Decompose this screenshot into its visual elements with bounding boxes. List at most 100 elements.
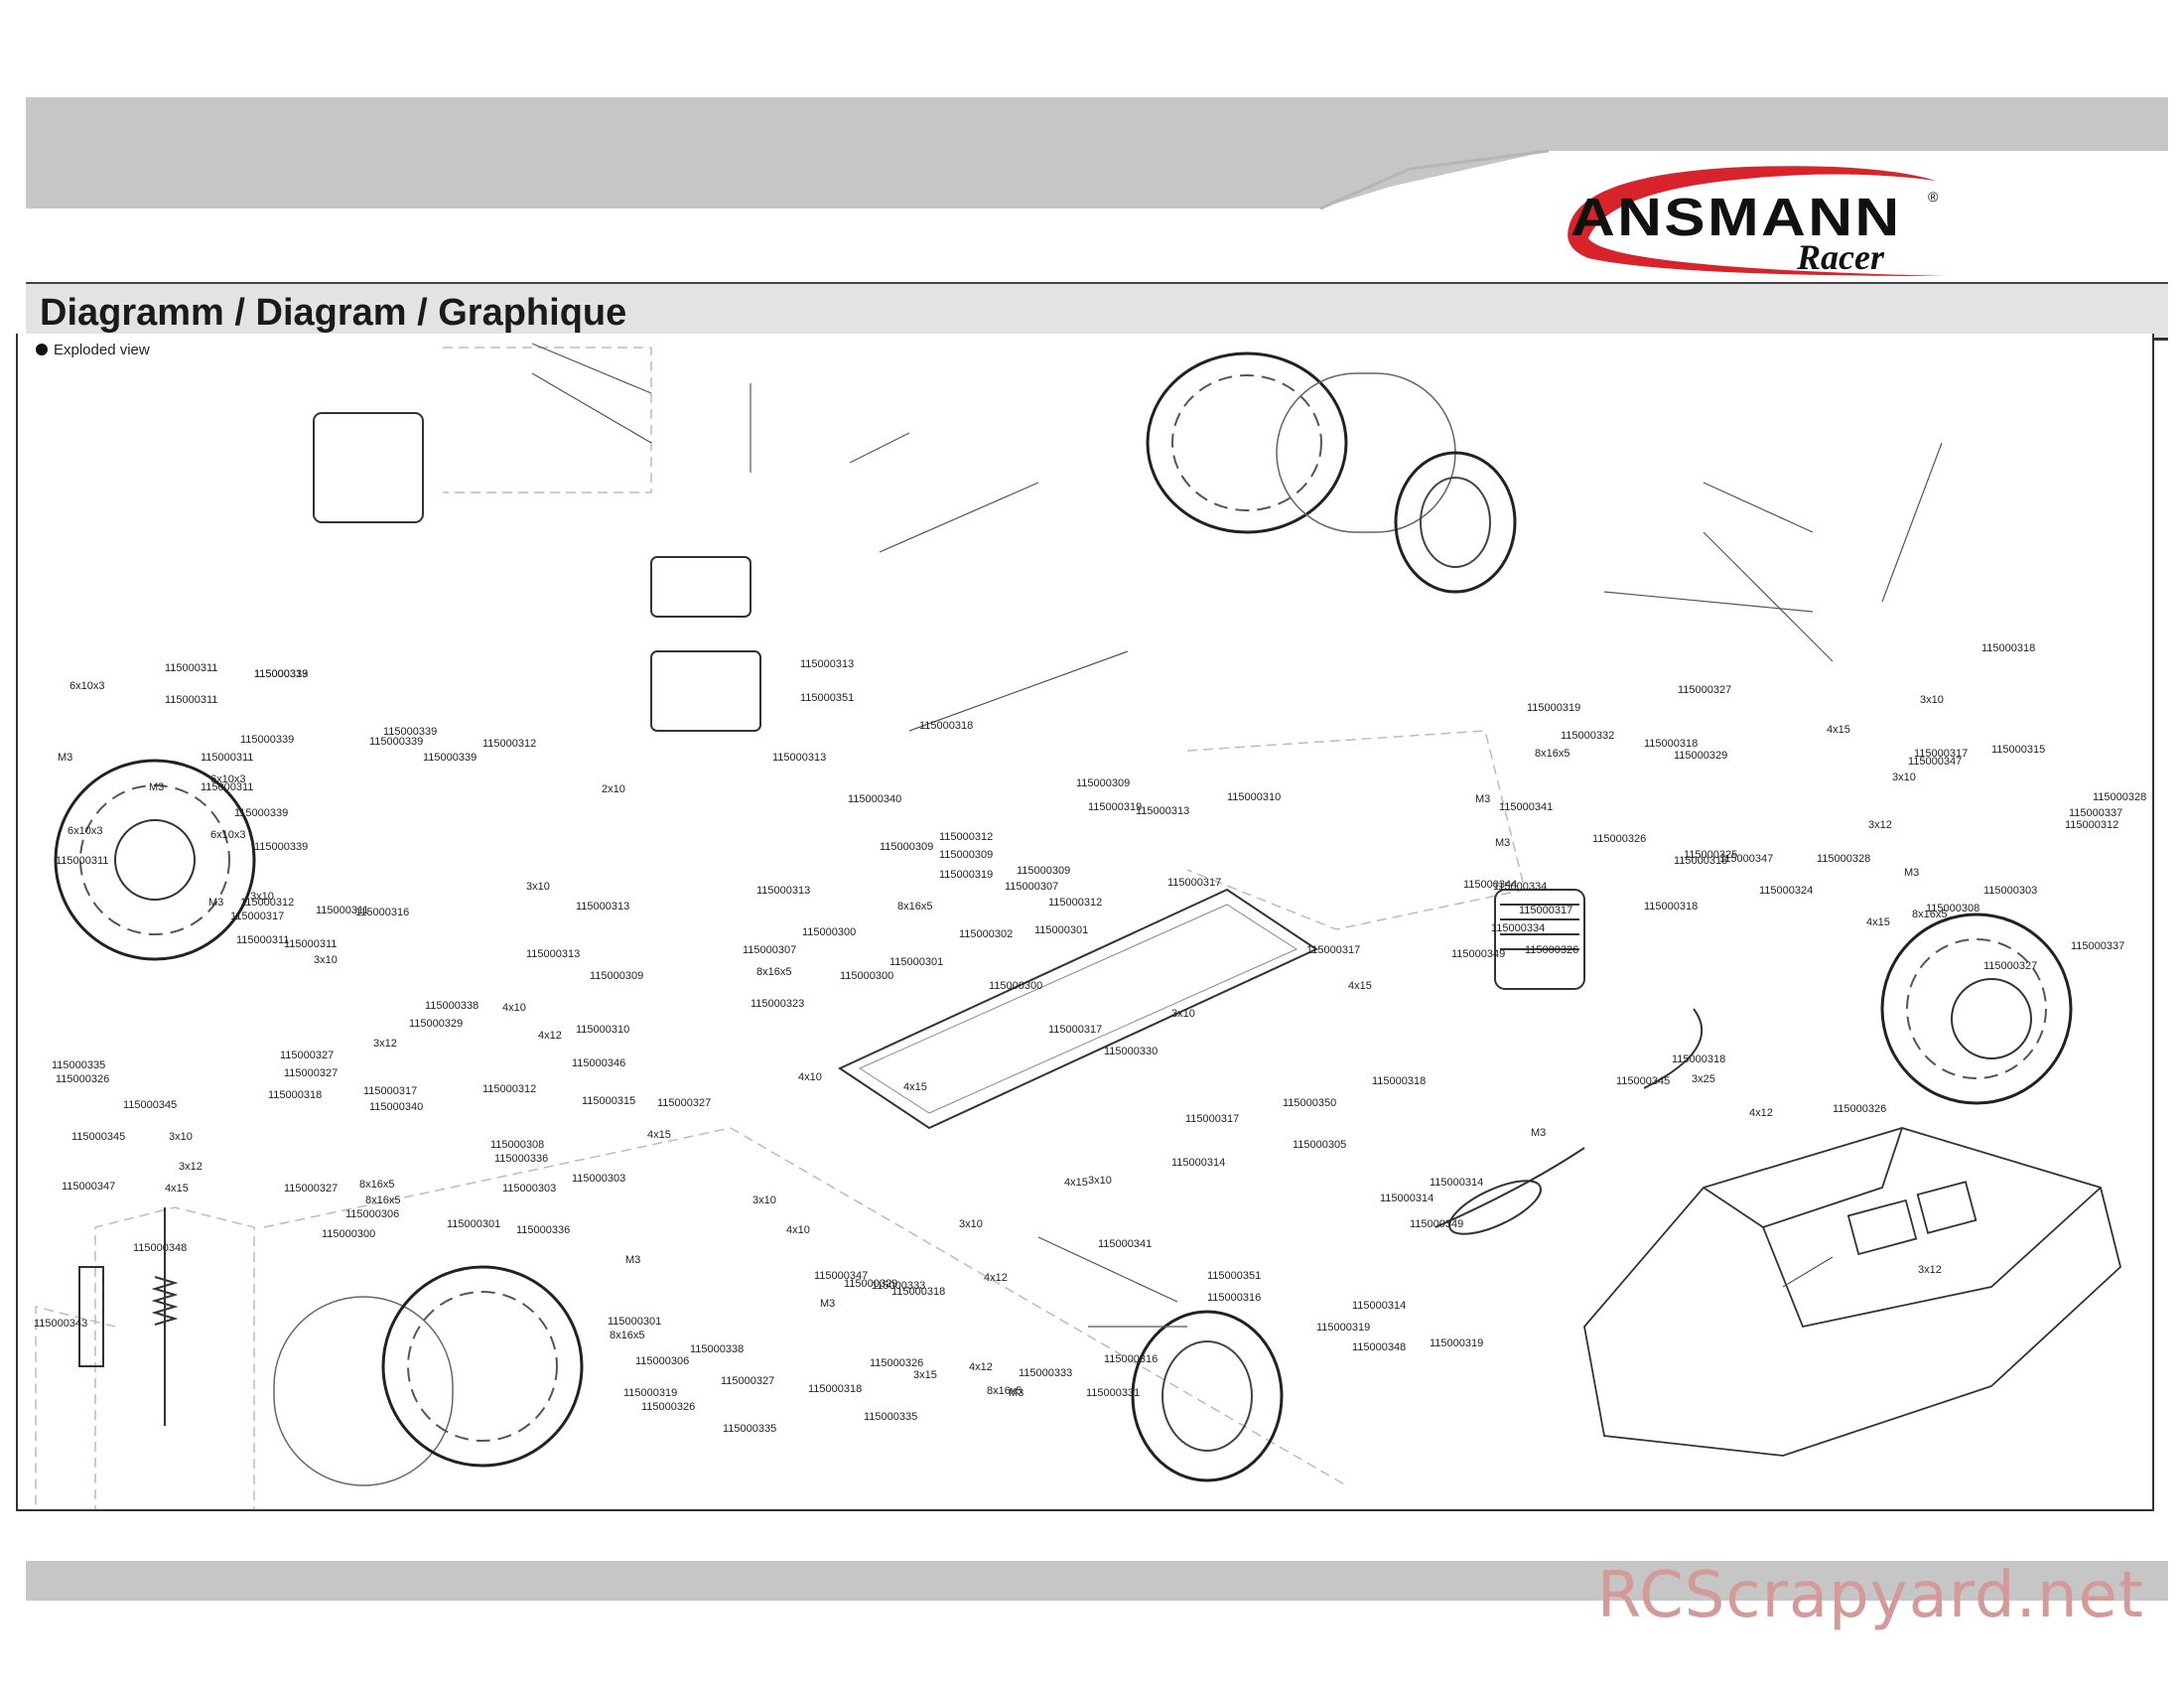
part-number-label: 115000301 [1034, 924, 1088, 936]
logo-racer-text: Racer [1797, 237, 1884, 277]
part-number-label: 8x16x5 [987, 1385, 1022, 1397]
part-number-label: 4x12 [1749, 1107, 1773, 1119]
part-number-label: 115000319 [1316, 1322, 1370, 1334]
part-number-label: 115000337 [2071, 940, 2124, 952]
part-number-label: 115000338 [690, 1343, 744, 1355]
part-number-label: 115000311 [284, 938, 337, 950]
part-number-label: 115000312 [939, 831, 993, 843]
part-number-label: 3x10 [526, 881, 550, 893]
part-number-label: 115000302 [959, 928, 1013, 940]
part-number-label: 115000317 [1167, 877, 1221, 889]
tire-left [54, 759, 256, 961]
part-number-label: 3x10 [250, 891, 274, 903]
part-number-label: 3x12 [1918, 1264, 1942, 1276]
part-number-label: 115000313 [526, 948, 580, 960]
part-number-label: 115000314 [1352, 1300, 1406, 1312]
part-number-label: 115000316 [1207, 1292, 1261, 1304]
part-number-label: 115000315 [1991, 744, 2045, 756]
part-number-label: 115000311 [201, 781, 253, 793]
part-number-label: 115000301 [608, 1316, 661, 1328]
part-number-label: 115000326 [1833, 1103, 1886, 1115]
part-number-label: M3 [149, 781, 164, 793]
part-number-label: 115000345 [71, 1131, 125, 1143]
truck-body-shell [1583, 1127, 2122, 1457]
part-number-label: 115000327 [1678, 684, 1731, 696]
registered-mark-icon: ® [1928, 189, 1939, 205]
part-number-label: 115000318 [919, 720, 973, 732]
part-number-label: 4x15 [1348, 980, 1372, 992]
part-number-label: 115000315 [582, 1095, 635, 1107]
part-number-label: 8x16x5 [897, 901, 932, 913]
part-number-label: 115000313 [772, 752, 826, 764]
part-number-label: 115000350 [1283, 1097, 1336, 1109]
part-number-label: 115000311 [236, 934, 289, 946]
logo-swoosh-icon [1568, 166, 1946, 276]
tire-bottom-left [273, 1265, 584, 1486]
part-number-label: 115000308 [490, 1139, 544, 1151]
part-number-label: 115000349 [1410, 1218, 1463, 1230]
part-number-label: 115000312 [1048, 897, 1102, 909]
part-number-label: 8x16x5 [359, 1179, 394, 1191]
part-number-label: 115000319 [1430, 1337, 1483, 1349]
part-number-label: 115000310 [576, 1024, 629, 1036]
part-number-label: 115000339 [240, 734, 294, 746]
part-number-label: 115000326 [641, 1401, 695, 1413]
part-number-label: 115000323 [751, 998, 804, 1010]
part-number-label: 3x12 [179, 1161, 203, 1173]
part-number-label: 115000332 [1561, 730, 1614, 742]
part-number-label: 3x15 [913, 1369, 937, 1381]
part-number-label: 115000317 [230, 911, 284, 922]
part-number-label: 115000335 [723, 1423, 776, 1435]
page-title: Diagramm / Diagram / Graphique [40, 292, 627, 334]
part-number-label: 115000319 [1088, 801, 1142, 813]
part-number-label: 115000348 [1352, 1341, 1406, 1353]
part-number-label: 3x10 [959, 1218, 983, 1230]
part-number-label: 115000307 [743, 944, 796, 956]
part-number-label: 115000327 [657, 1097, 711, 1109]
part-number-label: 115000309 [1017, 865, 1070, 877]
part-number-label: 115000349 [1451, 948, 1505, 960]
part-number-label: 8x16x5 [756, 966, 791, 978]
part-number-label: 3x10 [1892, 772, 1916, 783]
part-number-label: 6x10x3 [69, 680, 104, 692]
part-number-label: 4x12 [969, 1361, 993, 1373]
part-number-label: 115000330 [1104, 1046, 1158, 1057]
part-number-label: 115000341 [1098, 1238, 1152, 1250]
part-number-label: 115000329 [409, 1018, 463, 1030]
part-number-label: M3 [1009, 1387, 1024, 1399]
part-number-label: 4x10 [502, 1002, 526, 1014]
part-number-label: 8x16x5 [1912, 909, 1947, 920]
part-number-label: 115000313 [756, 885, 810, 897]
part-number-label: 115000331 [1086, 1387, 1140, 1399]
part-number-label: 8x16x5 [610, 1330, 644, 1341]
part-number-label: 115000326 [56, 1073, 109, 1085]
part-number-label: 115000305 [1293, 1139, 1346, 1151]
part-number-label: M3 [1904, 867, 1919, 879]
part-number-label: 6x10x3 [68, 825, 102, 837]
tire-right-rear [1880, 913, 2073, 1105]
part-number-label: 115000327 [284, 1183, 338, 1195]
part-number-label: 3x10 [1171, 1008, 1195, 1020]
part-number-label: 115000318 [891, 1286, 945, 1298]
tire-front-right [1146, 351, 1517, 594]
part-number-label: 115000311 [56, 855, 108, 867]
part-number-label: 115000347 [1719, 853, 1773, 865]
part-number-label: 115000325 [1684, 849, 1737, 861]
header-swoosh [26, 97, 2168, 276]
part-number-label: 115000346 [572, 1057, 625, 1069]
part-number-label: 115000317 [1519, 905, 1572, 916]
part-number-label: 115000336 [516, 1224, 570, 1236]
part-number-label: 115000343 [34, 1318, 87, 1330]
part-number-label: 115000328 [1817, 853, 1870, 865]
part-number-label: M3 [820, 1298, 835, 1310]
part-number-label: 115000310 [1227, 791, 1281, 803]
part-number-label: 115000339 [254, 841, 308, 853]
part-number-label: 115000345 [1616, 1075, 1670, 1087]
part-number-label: 115000306 [345, 1208, 399, 1220]
part-number-label: 115000317 [363, 1085, 417, 1097]
part-number-label: 8x16x5 [1535, 748, 1570, 760]
part-number-label: 3x25 [1692, 1073, 1715, 1085]
part-number-label: 115000333 [1019, 1367, 1072, 1379]
